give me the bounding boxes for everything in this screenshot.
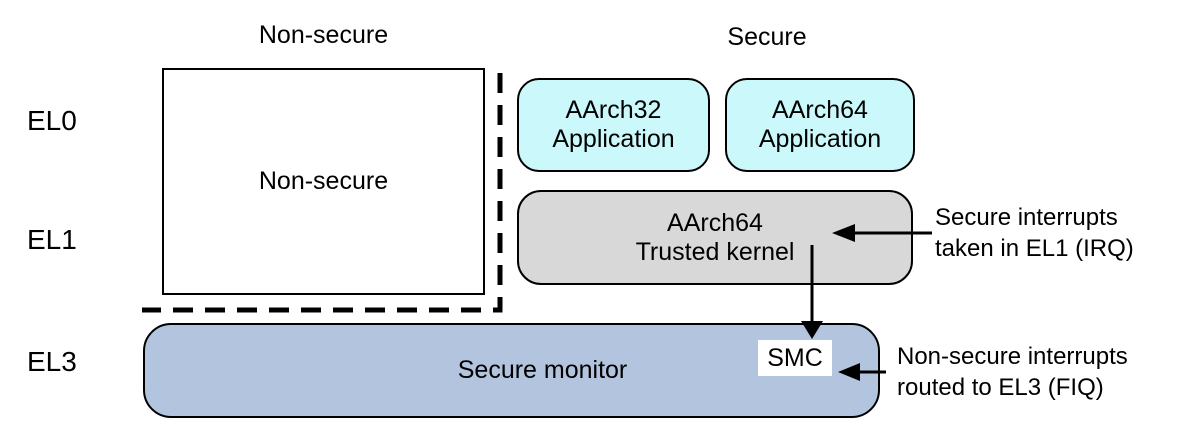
aarch64-application-line1: AArch64: [772, 96, 868, 124]
non-secure-world-box: Non-secure: [162, 68, 485, 295]
irq-annotation-line2: taken in EL1 (IRQ): [935, 235, 1134, 262]
irq-annotation-line1: Secure interrupts: [935, 204, 1118, 231]
el3-label: EL3: [27, 346, 77, 377]
trusted-kernel-box: AArch64 Trusted kernel: [517, 190, 913, 285]
el0-label: EL0: [27, 105, 77, 136]
aarch64-application-line2: Application: [758, 125, 882, 153]
trusted-kernel-line2: Trusted kernel: [635, 237, 795, 266]
el1-label: EL1: [27, 224, 77, 255]
non-secure-world-box-label: Non-secure: [258, 167, 389, 195]
fiq-annotation: Non-secure interrupts routed to EL3 (FIQ…: [897, 341, 1128, 403]
secure-world-title: Secure: [727, 23, 807, 51]
fiq-annotation-line1: Non-secure interrupts: [897, 343, 1128, 370]
smc-label-text: SMC: [767, 343, 823, 372]
secure-monitor-label: Secure monitor: [457, 356, 628, 384]
aarch32-application-line2: Application: [552, 125, 675, 153]
fiq-annotation-line2: routed to EL3 (FIQ): [897, 374, 1104, 401]
aarch32-application-box: AArch32 Application: [517, 78, 710, 172]
irq-annotation: Secure interrupts taken in EL1 (IRQ): [935, 202, 1134, 264]
smc-label: SMC: [758, 340, 832, 376]
trusted-kernel-line1: AArch64: [667, 208, 763, 237]
secure-monitor-box: Secure monitor: [143, 323, 880, 418]
non-secure-world-title: Non-secure: [258, 21, 389, 49]
aarch32-application-line1: AArch32: [565, 96, 662, 124]
aarch64-application-box: AArch64 Application: [725, 78, 915, 172]
